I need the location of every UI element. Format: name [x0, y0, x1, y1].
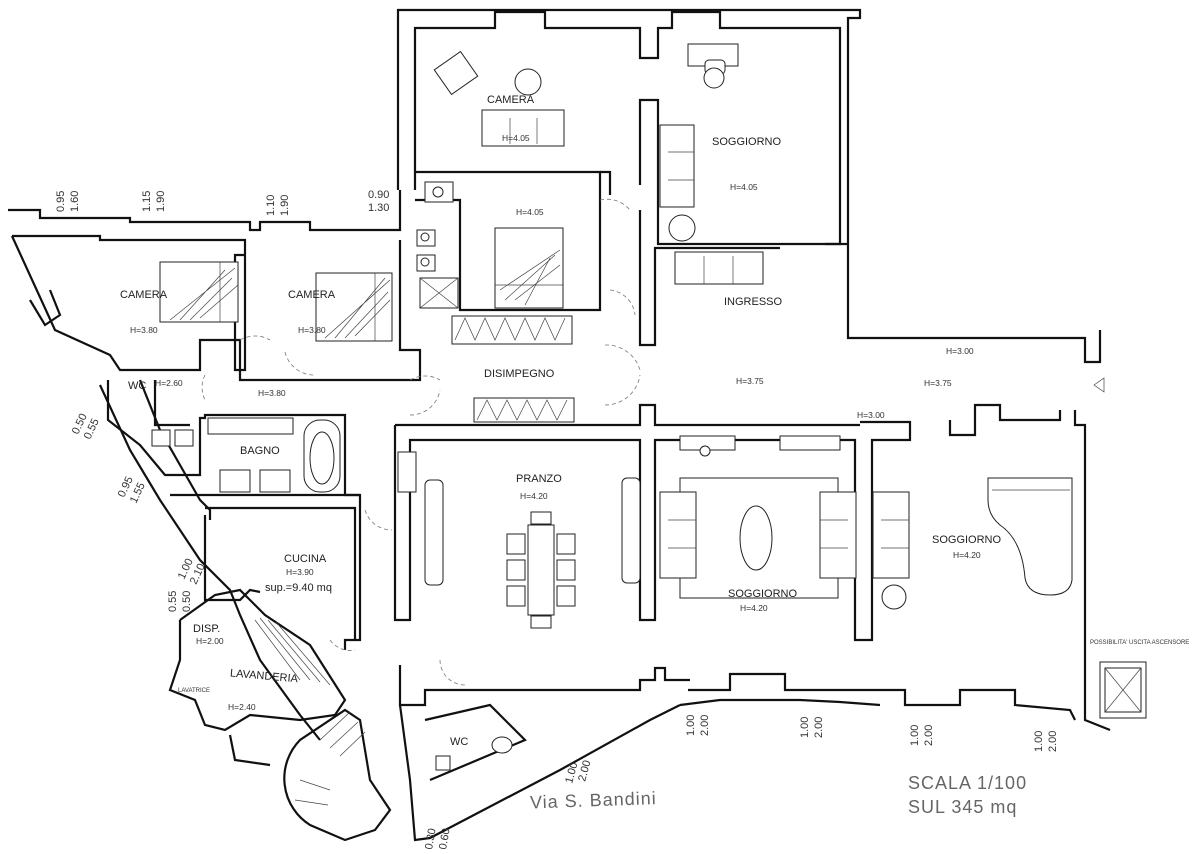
room-name-soggiorno-top: SOGGIORNO — [712, 136, 782, 148]
hall-height-a: H=3.00 — [946, 346, 974, 356]
door-swings — [201, 198, 641, 686]
room-height-pranzo: H=4.20 — [520, 491, 548, 501]
surface-label: SUL 345 mq — [908, 797, 1017, 817]
dim-w10-a: 1.00 — [799, 717, 811, 738]
room-name-camera-top: CAMERA — [487, 94, 535, 106]
dim-w8-b: 0.50 — [181, 591, 193, 612]
dim-w14-a: 0.30 — [423, 827, 439, 850]
scale-label: SCALA 1/100 — [908, 773, 1027, 793]
room-name-lavatrice: LAVATRICE — [178, 688, 210, 694]
dim-w1-b: 1.60 — [69, 191, 81, 212]
hall-height-b: H=3.75 — [736, 376, 764, 386]
dim-w2-a: 1.15 — [141, 191, 153, 212]
street-name: Via S. Bandini — [530, 788, 657, 812]
dim-w4-a: 0.90 — [368, 189, 389, 201]
room-height-camera-left1: H=3.80 — [130, 325, 158, 335]
room-name-ingresso: INGRESSO — [724, 296, 783, 308]
furniture — [151, 43, 1147, 806]
room-height-soggiorno-right: H=4.20 — [953, 550, 981, 560]
room-height-corridor-left: H=3.80 — [258, 388, 286, 398]
room-name-wc-bottom: WC — [450, 736, 468, 748]
dim-w13-a: 1.00 — [563, 761, 580, 785]
dim-w11-a: 1.00 — [909, 725, 921, 746]
dim-w9-b: 2.00 — [699, 715, 711, 736]
room-height-lavanderia: H=2.40 — [228, 702, 256, 712]
room-name-bagno: BAGNO — [240, 445, 280, 457]
room-name-pranzo: PRANZO — [516, 473, 562, 485]
room-name-wc-left: WC — [128, 380, 146, 392]
hall-height-c: H=3.75 — [924, 378, 952, 388]
room-name-soggiorno-center: SOGGIORNO — [728, 588, 798, 600]
hall-height-d: H=3.00 — [857, 410, 885, 420]
dim-w13-b: 2.00 — [576, 759, 593, 783]
room-height-soggiorno-center: H=4.20 — [740, 603, 768, 613]
dim-w12-b: 2.00 — [1047, 731, 1059, 752]
dim-w2-b: 1.90 — [155, 191, 167, 212]
room-labels: CAMERA H=4.05 SOGGIORNO H=4.05 H=4.05 IN… — [120, 94, 1002, 748]
room-height-camera-top: H=4.05 — [502, 133, 530, 143]
room-name-cucina: CUCINA — [284, 553, 327, 565]
walls — [8, 8, 1111, 842]
room-name-camera-left1: CAMERA — [120, 289, 168, 301]
room-area-cucina: sup.=9.40 mq — [265, 582, 332, 594]
room-height-disp: H=2.00 — [196, 636, 224, 646]
room-height-wc-left: H=2.60 — [155, 378, 183, 388]
dim-w14-b: 0.60 — [437, 827, 453, 850]
dim-w9-a: 1.00 — [685, 715, 697, 736]
room-height-camera-center: H=4.05 — [516, 207, 544, 217]
dim-w3-b: 1.90 — [279, 195, 291, 216]
dim-w11-b: 2.00 — [923, 725, 935, 746]
room-name-soggiorno-right: SOGGIORNO — [932, 534, 1002, 546]
room-name-camera-left2: CAMERA — [288, 289, 336, 301]
dim-w4-b: 1.30 — [368, 202, 389, 214]
dim-w10-b: 2.00 — [813, 717, 825, 738]
room-name-disimpegno: DISIMPEGNO — [484, 368, 555, 380]
room-name-lavanderia: LAVANDERIA — [230, 667, 300, 685]
room-height-cucina: H=3.90 — [286, 567, 314, 577]
room-name-disp: DISP. — [193, 623, 220, 635]
elevator-note: POSSIBILITA' USCITA ASCENSORE — [1090, 640, 1189, 646]
dim-w8-a: 0.55 — [167, 591, 179, 612]
room-height-camera-left2: H=3.80 — [298, 325, 326, 335]
dim-w3-a: 1.10 — [265, 195, 277, 216]
dim-w1-a: 0.95 — [55, 191, 67, 212]
dim-w12-a: 1.00 — [1033, 731, 1045, 752]
room-height-soggiorno-top: H=4.05 — [730, 182, 758, 192]
